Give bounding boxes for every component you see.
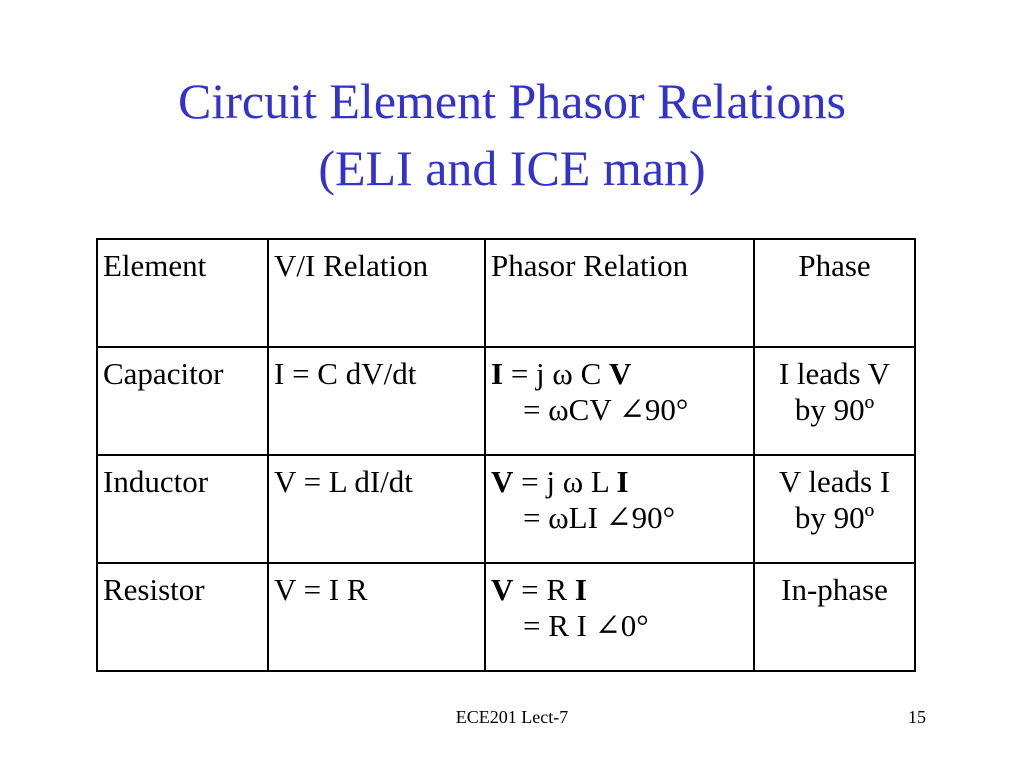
header-phasor-relation: Phasor Relation xyxy=(484,238,755,348)
cell-element: Capacitor xyxy=(96,346,269,456)
phasor-lhs: V xyxy=(491,572,514,607)
phasor-polar: = ωCV ∠90° xyxy=(523,392,689,427)
cell-phasor-relation: I = j ω C V = ωCV ∠90° xyxy=(484,346,755,456)
phase-line2: by 90º xyxy=(794,392,875,427)
cell-element: Resistor xyxy=(96,562,269,672)
phasor-rhs: V xyxy=(609,356,632,391)
cell-vi-relation: V = L dI/dt xyxy=(267,454,486,564)
slide-title-line1: Circuit Element Phasor Relations xyxy=(178,73,846,129)
phasor-polar: = R I ∠0° xyxy=(523,608,649,643)
cell-vi-relation: V = I R xyxy=(267,562,486,672)
phasor-mid: = R xyxy=(513,572,575,607)
phase-line1: In-phase xyxy=(781,572,888,607)
phasor-lhs: V xyxy=(491,464,514,499)
table-header-row: Element V/I Relation Phasor Relation Pha… xyxy=(96,238,916,348)
phasor-mid: = j ω C xyxy=(503,356,610,391)
cell-element: Inductor xyxy=(96,454,269,564)
slide-footer: ECE201 Lect-7 xyxy=(455,707,569,727)
table-row-resistor: Resistor V = I R V = R I = R I ∠0° In-ph… xyxy=(96,562,916,672)
cell-phase: In-phase xyxy=(753,562,916,672)
header-vi-relation: V/I Relation xyxy=(267,238,486,348)
phase-line1: I leads V xyxy=(778,356,891,391)
slide-title-line2: (ELI and ICE man) xyxy=(318,140,706,196)
phasor-mid: = j ω L xyxy=(513,464,617,499)
slide-title: Circuit Element Phasor Relations (ELI an… xyxy=(0,68,1024,202)
cell-phasor-relation: V = j ω L I = ωLI ∠90° xyxy=(484,454,755,564)
phasor-lhs: I xyxy=(491,356,504,391)
page-number: 15 xyxy=(908,707,926,727)
table-row-capacitor: Capacitor I = C dV/dt I = j ω C V = ωCV … xyxy=(96,346,916,456)
phase-line2: by 90º xyxy=(794,500,875,535)
phasor-polar: = ωLI ∠90° xyxy=(523,500,676,535)
cell-phase: I leads V by 90º xyxy=(753,346,916,456)
phase-line1: V leads I xyxy=(778,464,891,499)
phasor-relations-table: Element V/I Relation Phasor Relation Pha… xyxy=(96,238,916,672)
phasor-rhs: I xyxy=(574,572,587,607)
cell-phase: V leads I by 90º xyxy=(753,454,916,564)
header-phase: Phase xyxy=(753,238,916,348)
cell-phasor-relation: V = R I = R I ∠0° xyxy=(484,562,755,672)
table-row-inductor: Inductor V = L dI/dt V = j ω L I = ωLI ∠… xyxy=(96,454,916,564)
header-element: Element xyxy=(96,238,269,348)
phasor-rhs: I xyxy=(616,464,629,499)
cell-vi-relation: I = C dV/dt xyxy=(267,346,486,456)
